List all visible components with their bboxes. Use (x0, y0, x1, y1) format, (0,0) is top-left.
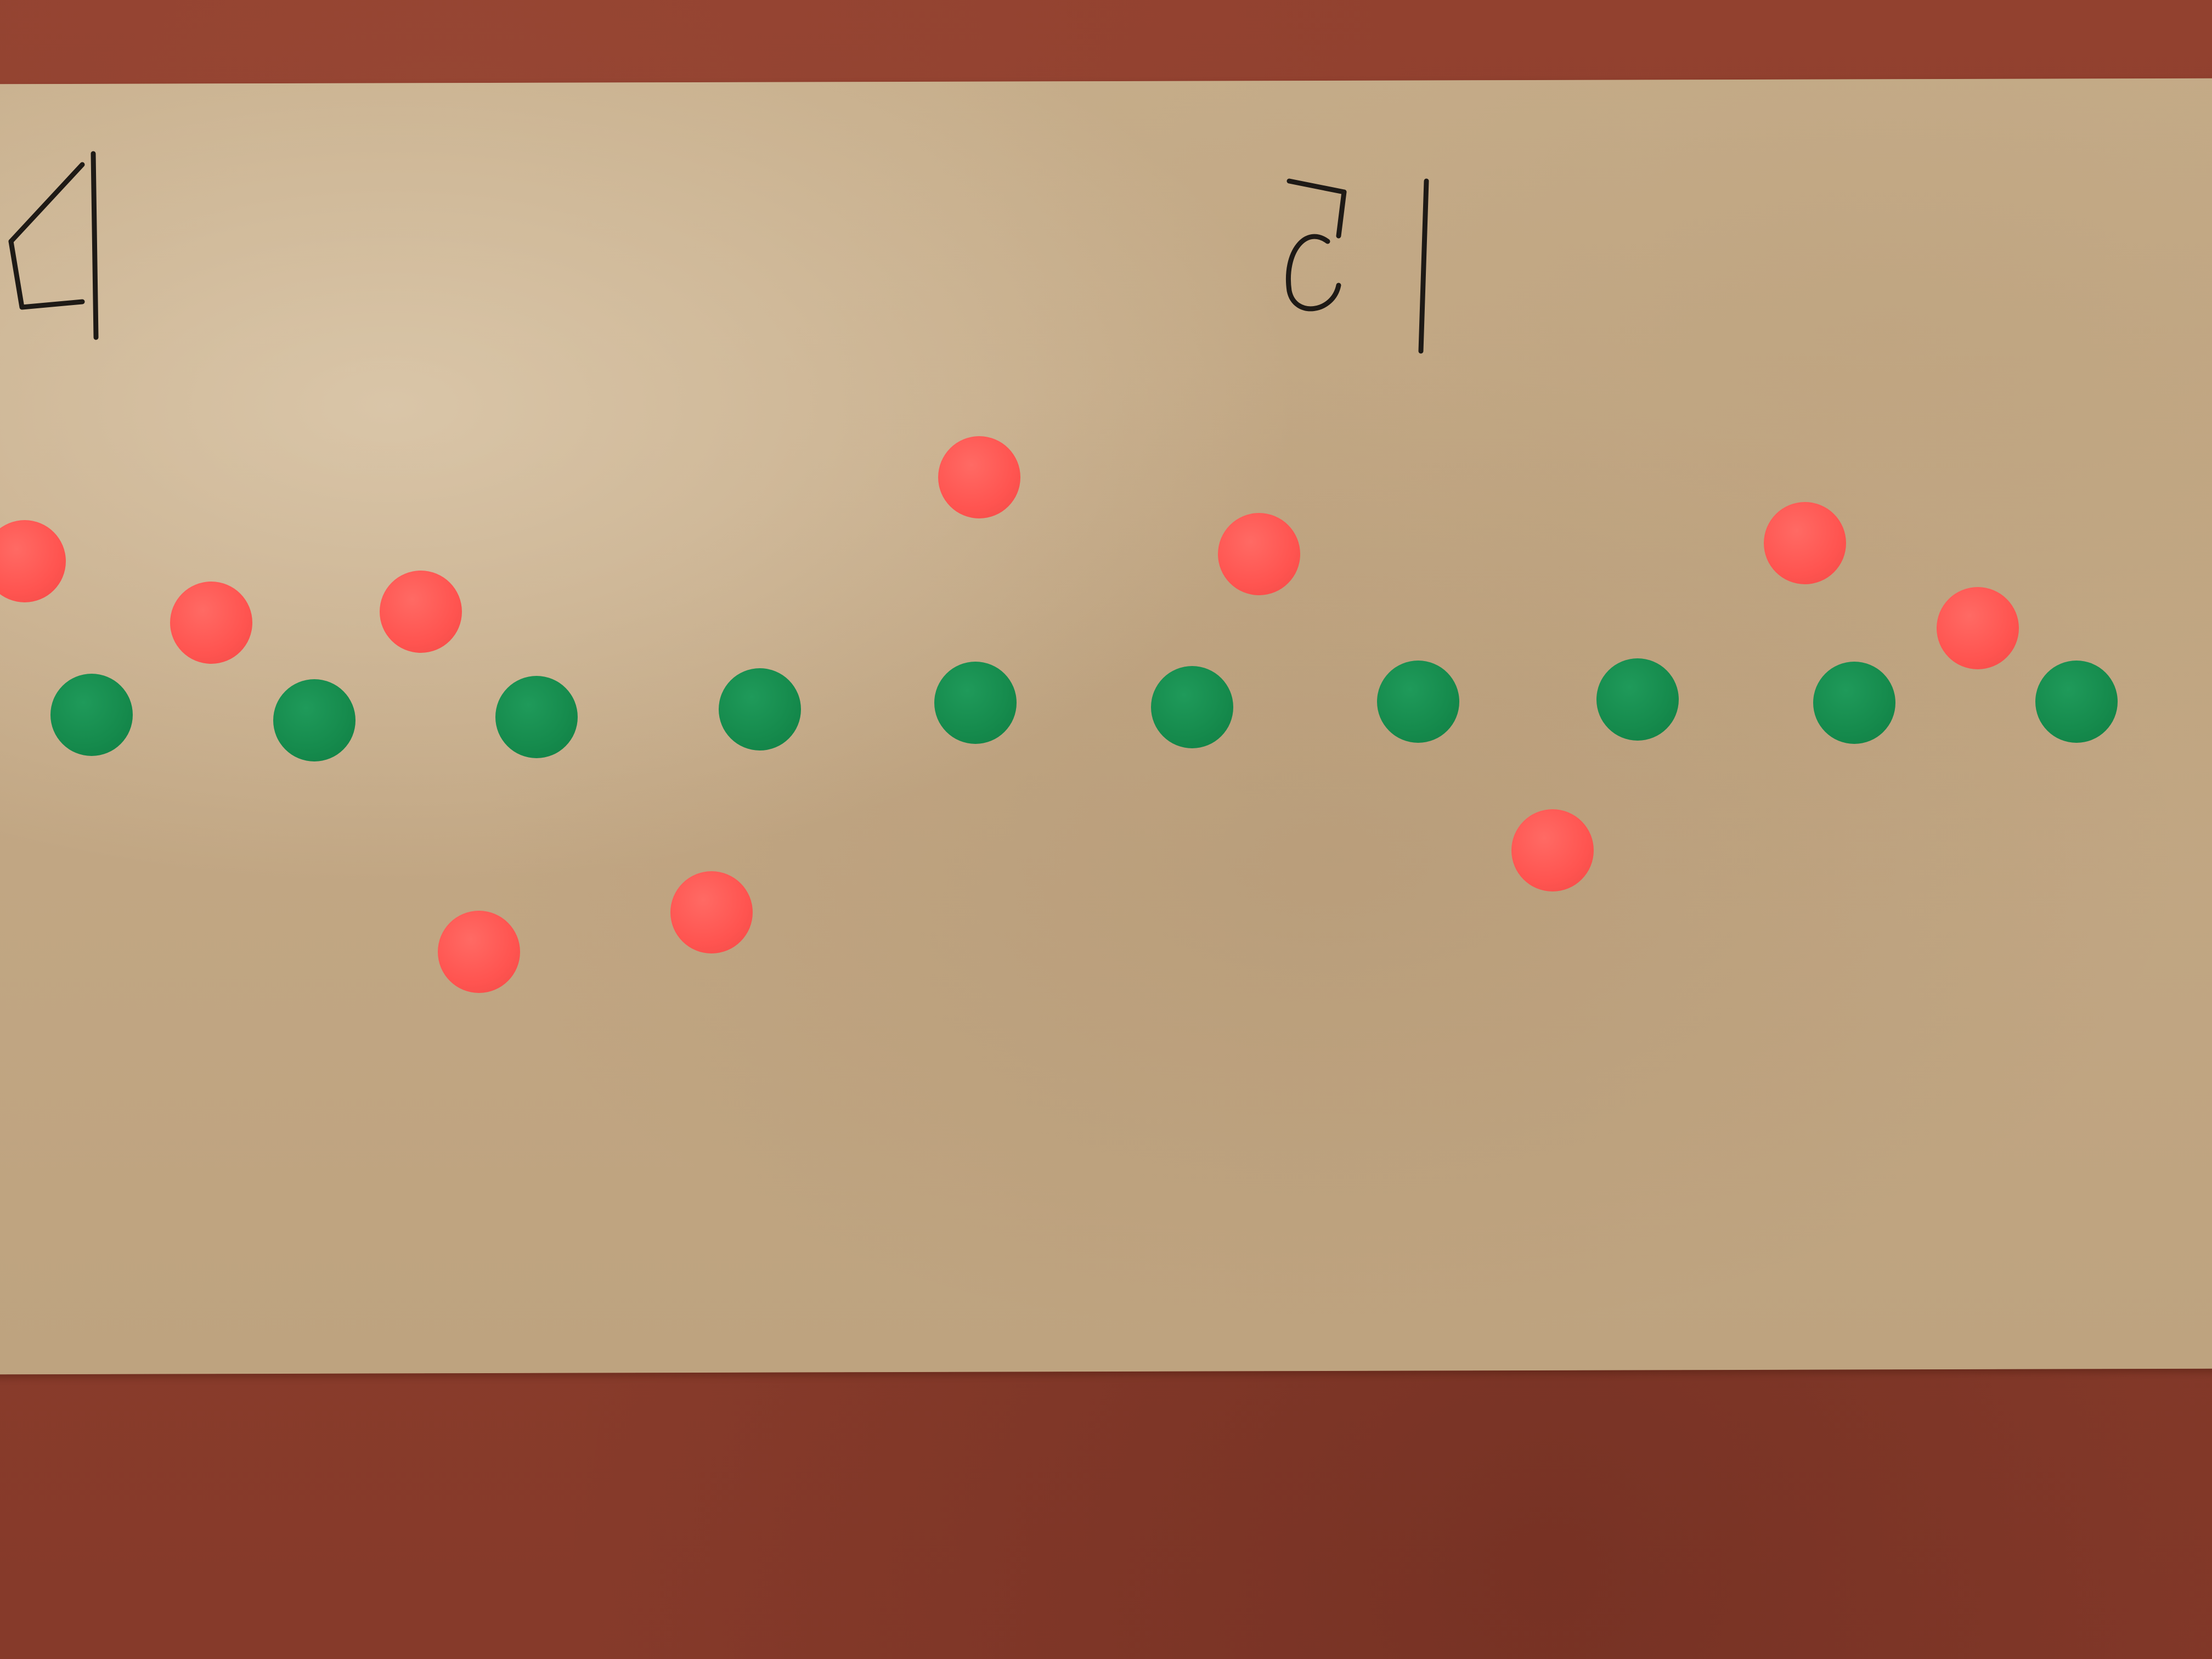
red-sticker (1764, 502, 1846, 584)
handwritten-mark-right (1286, 178, 1429, 354)
red-sticker (0, 520, 66, 602)
handwritten-mark-left (8, 151, 99, 340)
red-sticker (670, 871, 753, 953)
green-sticker (2035, 661, 2118, 743)
red-sticker (438, 911, 520, 993)
green-sticker (273, 679, 356, 761)
red-sticker (1511, 809, 1594, 891)
green-sticker (1596, 658, 1679, 741)
red-sticker (938, 436, 1020, 518)
green-sticker (50, 674, 133, 756)
green-sticker (1377, 661, 1459, 743)
red-sticker (1218, 513, 1300, 595)
green-sticker (495, 676, 578, 758)
green-sticker (719, 668, 801, 751)
green-sticker (1151, 666, 1233, 748)
red-sticker (380, 571, 462, 653)
red-sticker (170, 582, 252, 664)
green-sticker (1813, 662, 1895, 744)
green-sticker (934, 662, 1017, 744)
red-sticker (1937, 587, 2019, 669)
